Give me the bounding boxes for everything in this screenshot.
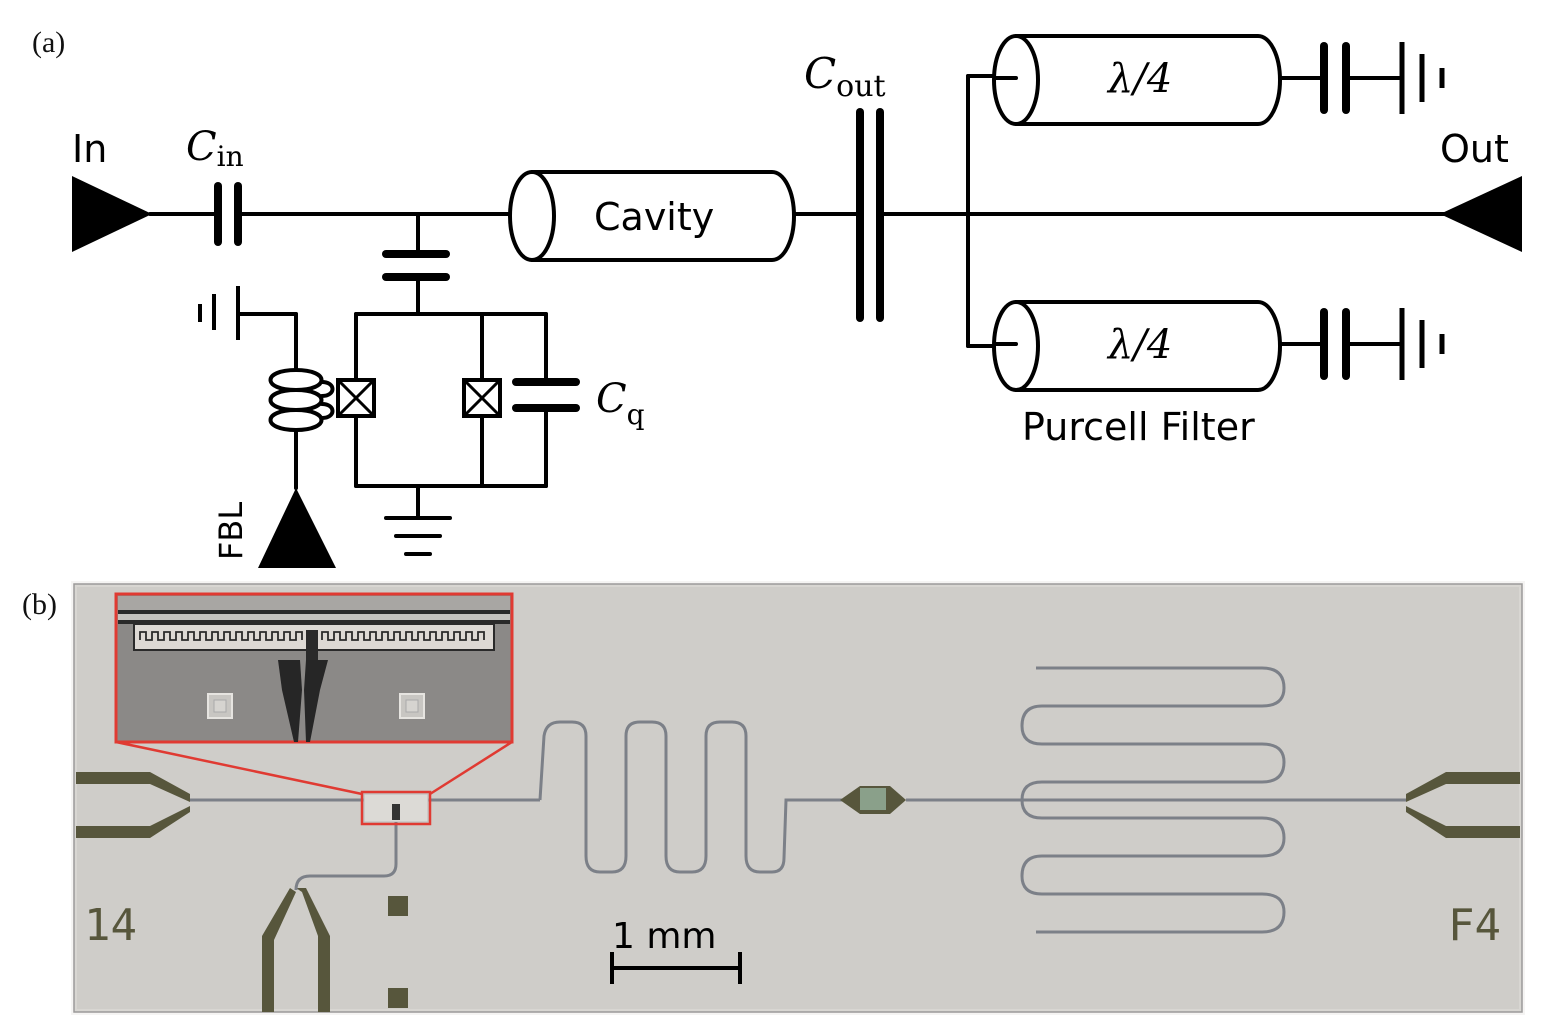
cin-capacitor: [214, 182, 242, 246]
fbl-port-triangle: [258, 488, 336, 568]
cout-capacitor: [856, 108, 884, 322]
chip-right-number: F4: [1448, 900, 1501, 951]
inductor-coil: [268, 368, 324, 433]
fbl-ground-icon: [198, 286, 240, 340]
scale-bar-label: 1 mm: [612, 916, 716, 957]
chip-cavity-meander: [538, 720, 844, 874]
filter-resonator-top: [992, 34, 1282, 126]
qubit-zoom-inset: [114, 592, 514, 744]
cavity-label: Cavity: [594, 195, 714, 239]
panel-b-label: (b): [22, 588, 57, 621]
alignment-mark-lower: [388, 988, 408, 1008]
output-label: Out: [1440, 127, 1509, 171]
scale-bar: [610, 952, 742, 984]
output-port-triangle: [1440, 176, 1522, 252]
inset-junction-leads: [278, 660, 302, 742]
input-launch-pad: [76, 772, 190, 838]
cin-label: Cin: [186, 124, 244, 173]
cq-label: Cq: [596, 376, 645, 431]
josephson-junction-left: [336, 378, 376, 418]
filter-bottom-capacitor-ground: [1280, 308, 1445, 380]
filter-top-label: λ/4: [1106, 56, 1172, 102]
inset-comb-fingers: [139, 631, 485, 641]
panel-a-label: (a): [32, 26, 65, 59]
chip-left-number: 14: [84, 900, 137, 951]
chip-purcell-filter-lower: [1020, 799, 1286, 934]
cout-label: Cout: [804, 49, 886, 104]
qubit-circuit: [336, 312, 580, 488]
purcell-filter-label: Purcell Filter: [1022, 405, 1255, 449]
input-label: In: [72, 127, 107, 171]
filter-resonator-bottom: [992, 300, 1282, 392]
coupling-capacitor: [382, 250, 450, 281]
circuit-diagram: In Cin: [72, 34, 1522, 568]
chip-photo: 14 F4 1 mm: [71, 581, 1525, 1015]
fbl-label: FBL: [212, 502, 250, 560]
filter-top-capacitor-ground: [1280, 42, 1445, 114]
josephson-junction-right: [462, 378, 502, 418]
output-launch-pad: [1406, 772, 1520, 838]
filter-bottom-label: λ/4: [1106, 322, 1172, 368]
input-port-triangle: [72, 176, 152, 252]
chip-fbl-trace: [294, 822, 398, 891]
chip-purcell-filter-upper: [1020, 666, 1286, 801]
cavity-resonator: [508, 170, 796, 262]
alignment-mark-upper: [388, 896, 408, 916]
zoom-region-marker: [360, 790, 432, 826]
qubit-ground-icon: [384, 484, 452, 556]
fbl-launch-pad: [262, 888, 330, 1012]
flux-bias-line: [198, 286, 336, 568]
